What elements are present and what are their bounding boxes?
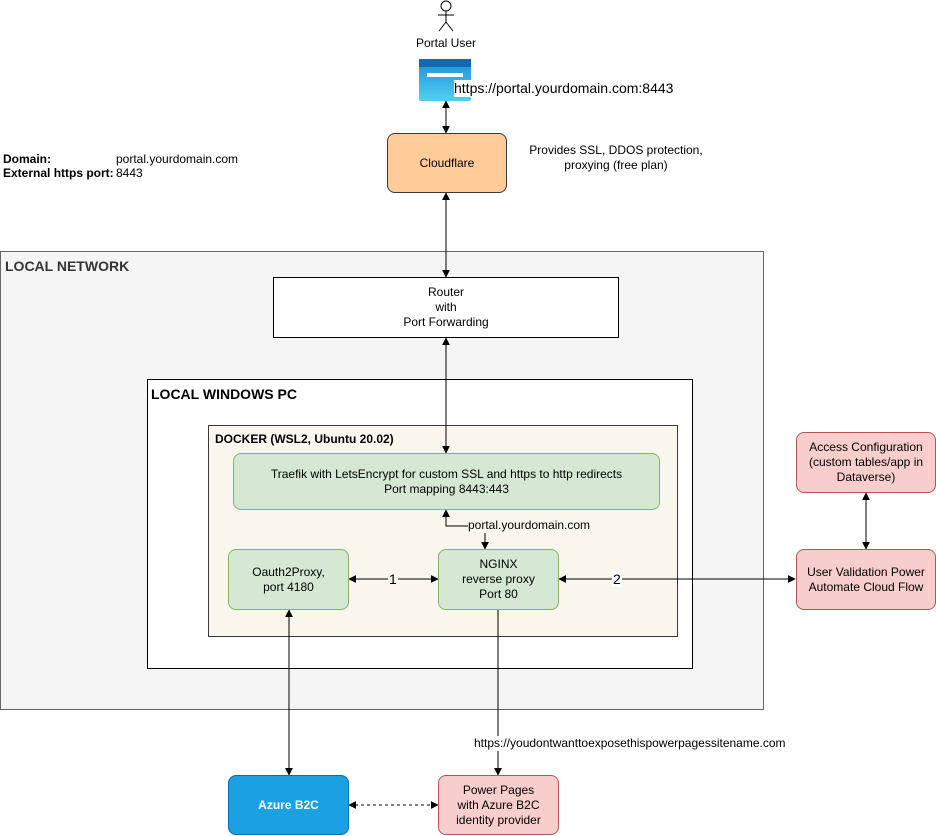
nginx-box: NGINX reverse proxy Port 80	[438, 549, 559, 610]
docker-title: DOCKER (WSL2, Ubuntu 20.02)	[215, 432, 394, 446]
external-port-value: 8443	[116, 166, 143, 180]
power-pages-url: https://youdontwanttoexposethispowerpage…	[474, 736, 786, 751]
edge-label-1: 1	[388, 571, 398, 587]
oauth2proxy-box: Oauth2Proxy, port 4180	[228, 549, 349, 610]
browser-url: https://portal.yourdomain.com:8443	[454, 80, 674, 97]
azure-b2c-box: Azure B2C	[228, 775, 349, 835]
power-pages-box: Power Pages with Azure B2C identity prov…	[438, 775, 559, 835]
cloudflare-note: Provides SSL, DDOS protection, proxying …	[529, 143, 703, 172]
external-port-label: External https port:	[3, 166, 114, 180]
local-windows-pc-title: LOCAL WINDOWS PC	[151, 386, 297, 402]
edge-traefik-nginx	[442, 509, 489, 550]
domain-value: portal.yourdomain.com	[116, 152, 239, 166]
user-validation-box: User Validation Power Automate Cloud Flo…	[796, 549, 936, 610]
edge-label-2: 2	[612, 571, 622, 587]
local-network-title: LOCAL NETWORK	[5, 258, 130, 274]
domain-label: Domain:	[3, 152, 51, 166]
person-icon	[438, 0, 454, 32]
traefik-box: Traefik with LetsEncrypt for custom SSL …	[233, 453, 660, 510]
router-box: Router with Port Forwarding	[273, 277, 619, 338]
access-configuration-box: Access Configuration (custom tables/app …	[796, 432, 936, 493]
cloudflare-box: Cloudflare	[387, 133, 507, 193]
internal-host-label: portal.yourdomain.com	[468, 518, 591, 533]
portal-user-label: Portal User	[416, 36, 477, 50]
